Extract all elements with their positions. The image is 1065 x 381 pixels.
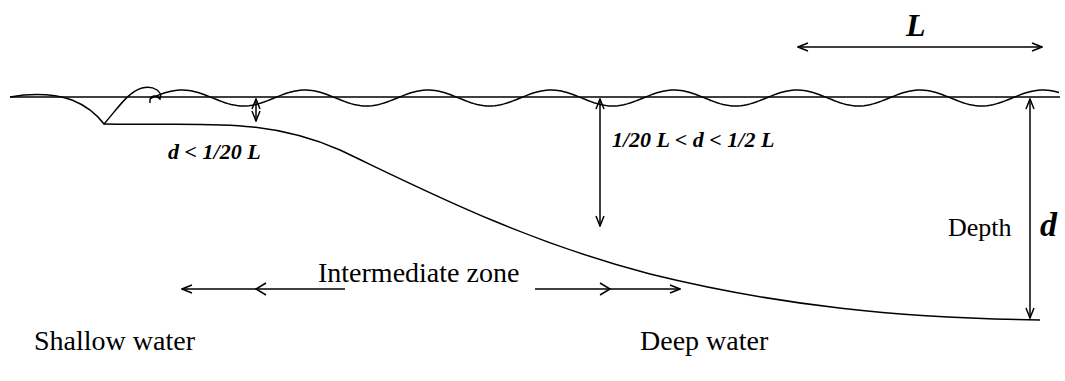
seabed	[104, 124, 1040, 320]
shallow-direction-arrow	[182, 288, 345, 290]
depth-label: Depth	[948, 214, 1012, 243]
wave-surface	[150, 90, 1059, 106]
depth-arrow-shallow	[255, 99, 257, 121]
zone-label: Shallow water	[34, 326, 195, 357]
zone-label: Deep water	[640, 326, 768, 357]
deep-direction-arrow	[535, 288, 680, 290]
shallow-condition: d < 1/20 L	[168, 140, 261, 164]
intermediate-condition: 1/20 L < d < 1/2 L	[612, 128, 774, 152]
wavelength-arrow	[798, 46, 1042, 48]
zone-label: Intermediate zone	[318, 258, 519, 289]
depth-arrow-deep	[1029, 99, 1031, 318]
still-water-line	[10, 96, 1060, 98]
breaking-wave	[10, 87, 161, 124]
wavelength-symbol: L	[906, 8, 926, 43]
deep-direction-head	[600, 283, 610, 295]
shallow-direction-head	[256, 283, 266, 295]
depth-arrow-intermediate	[599, 99, 601, 226]
depth-symbol: d	[1040, 206, 1057, 243]
